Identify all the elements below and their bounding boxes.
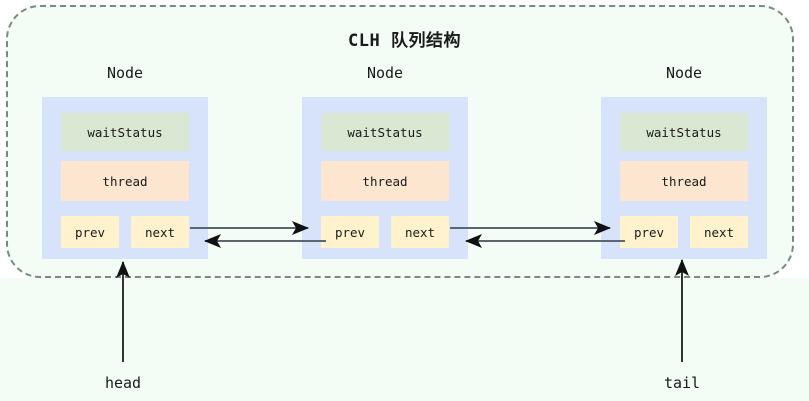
node-caption-3: Node bbox=[665, 64, 703, 82]
node-caption-1: Node bbox=[106, 64, 144, 82]
node-box-2: waitStatus thread prev next bbox=[302, 97, 468, 259]
node-1-waitstatus-field: waitStatus bbox=[61, 113, 189, 151]
node-3-prev-field: prev bbox=[620, 216, 678, 248]
page-title: CLH 队列结构 bbox=[348, 31, 461, 51]
node-caption-2: Node bbox=[366, 64, 404, 82]
node-2-waitstatus-field: waitStatus bbox=[321, 113, 449, 151]
node-1-thread-field: thread bbox=[61, 161, 189, 201]
node-2-next-field: next bbox=[391, 216, 449, 248]
node-3-thread-field: thread bbox=[620, 161, 748, 201]
node-1-prev-field: prev bbox=[61, 216, 119, 248]
node-box-1: waitStatus thread prev next bbox=[42, 97, 208, 259]
node-2-thread-field: thread bbox=[321, 161, 449, 201]
tail-pointer-label: tail bbox=[663, 374, 701, 392]
lower-background bbox=[0, 278, 809, 401]
node-box-3: waitStatus thread prev next bbox=[601, 97, 767, 259]
node-3-next-field: next bbox=[690, 216, 748, 248]
node-1-next-field: next bbox=[131, 216, 189, 248]
head-pointer-label: head bbox=[104, 374, 142, 392]
node-2-prev-field: prev bbox=[321, 216, 379, 248]
node-3-waitstatus-field: waitStatus bbox=[620, 113, 748, 151]
